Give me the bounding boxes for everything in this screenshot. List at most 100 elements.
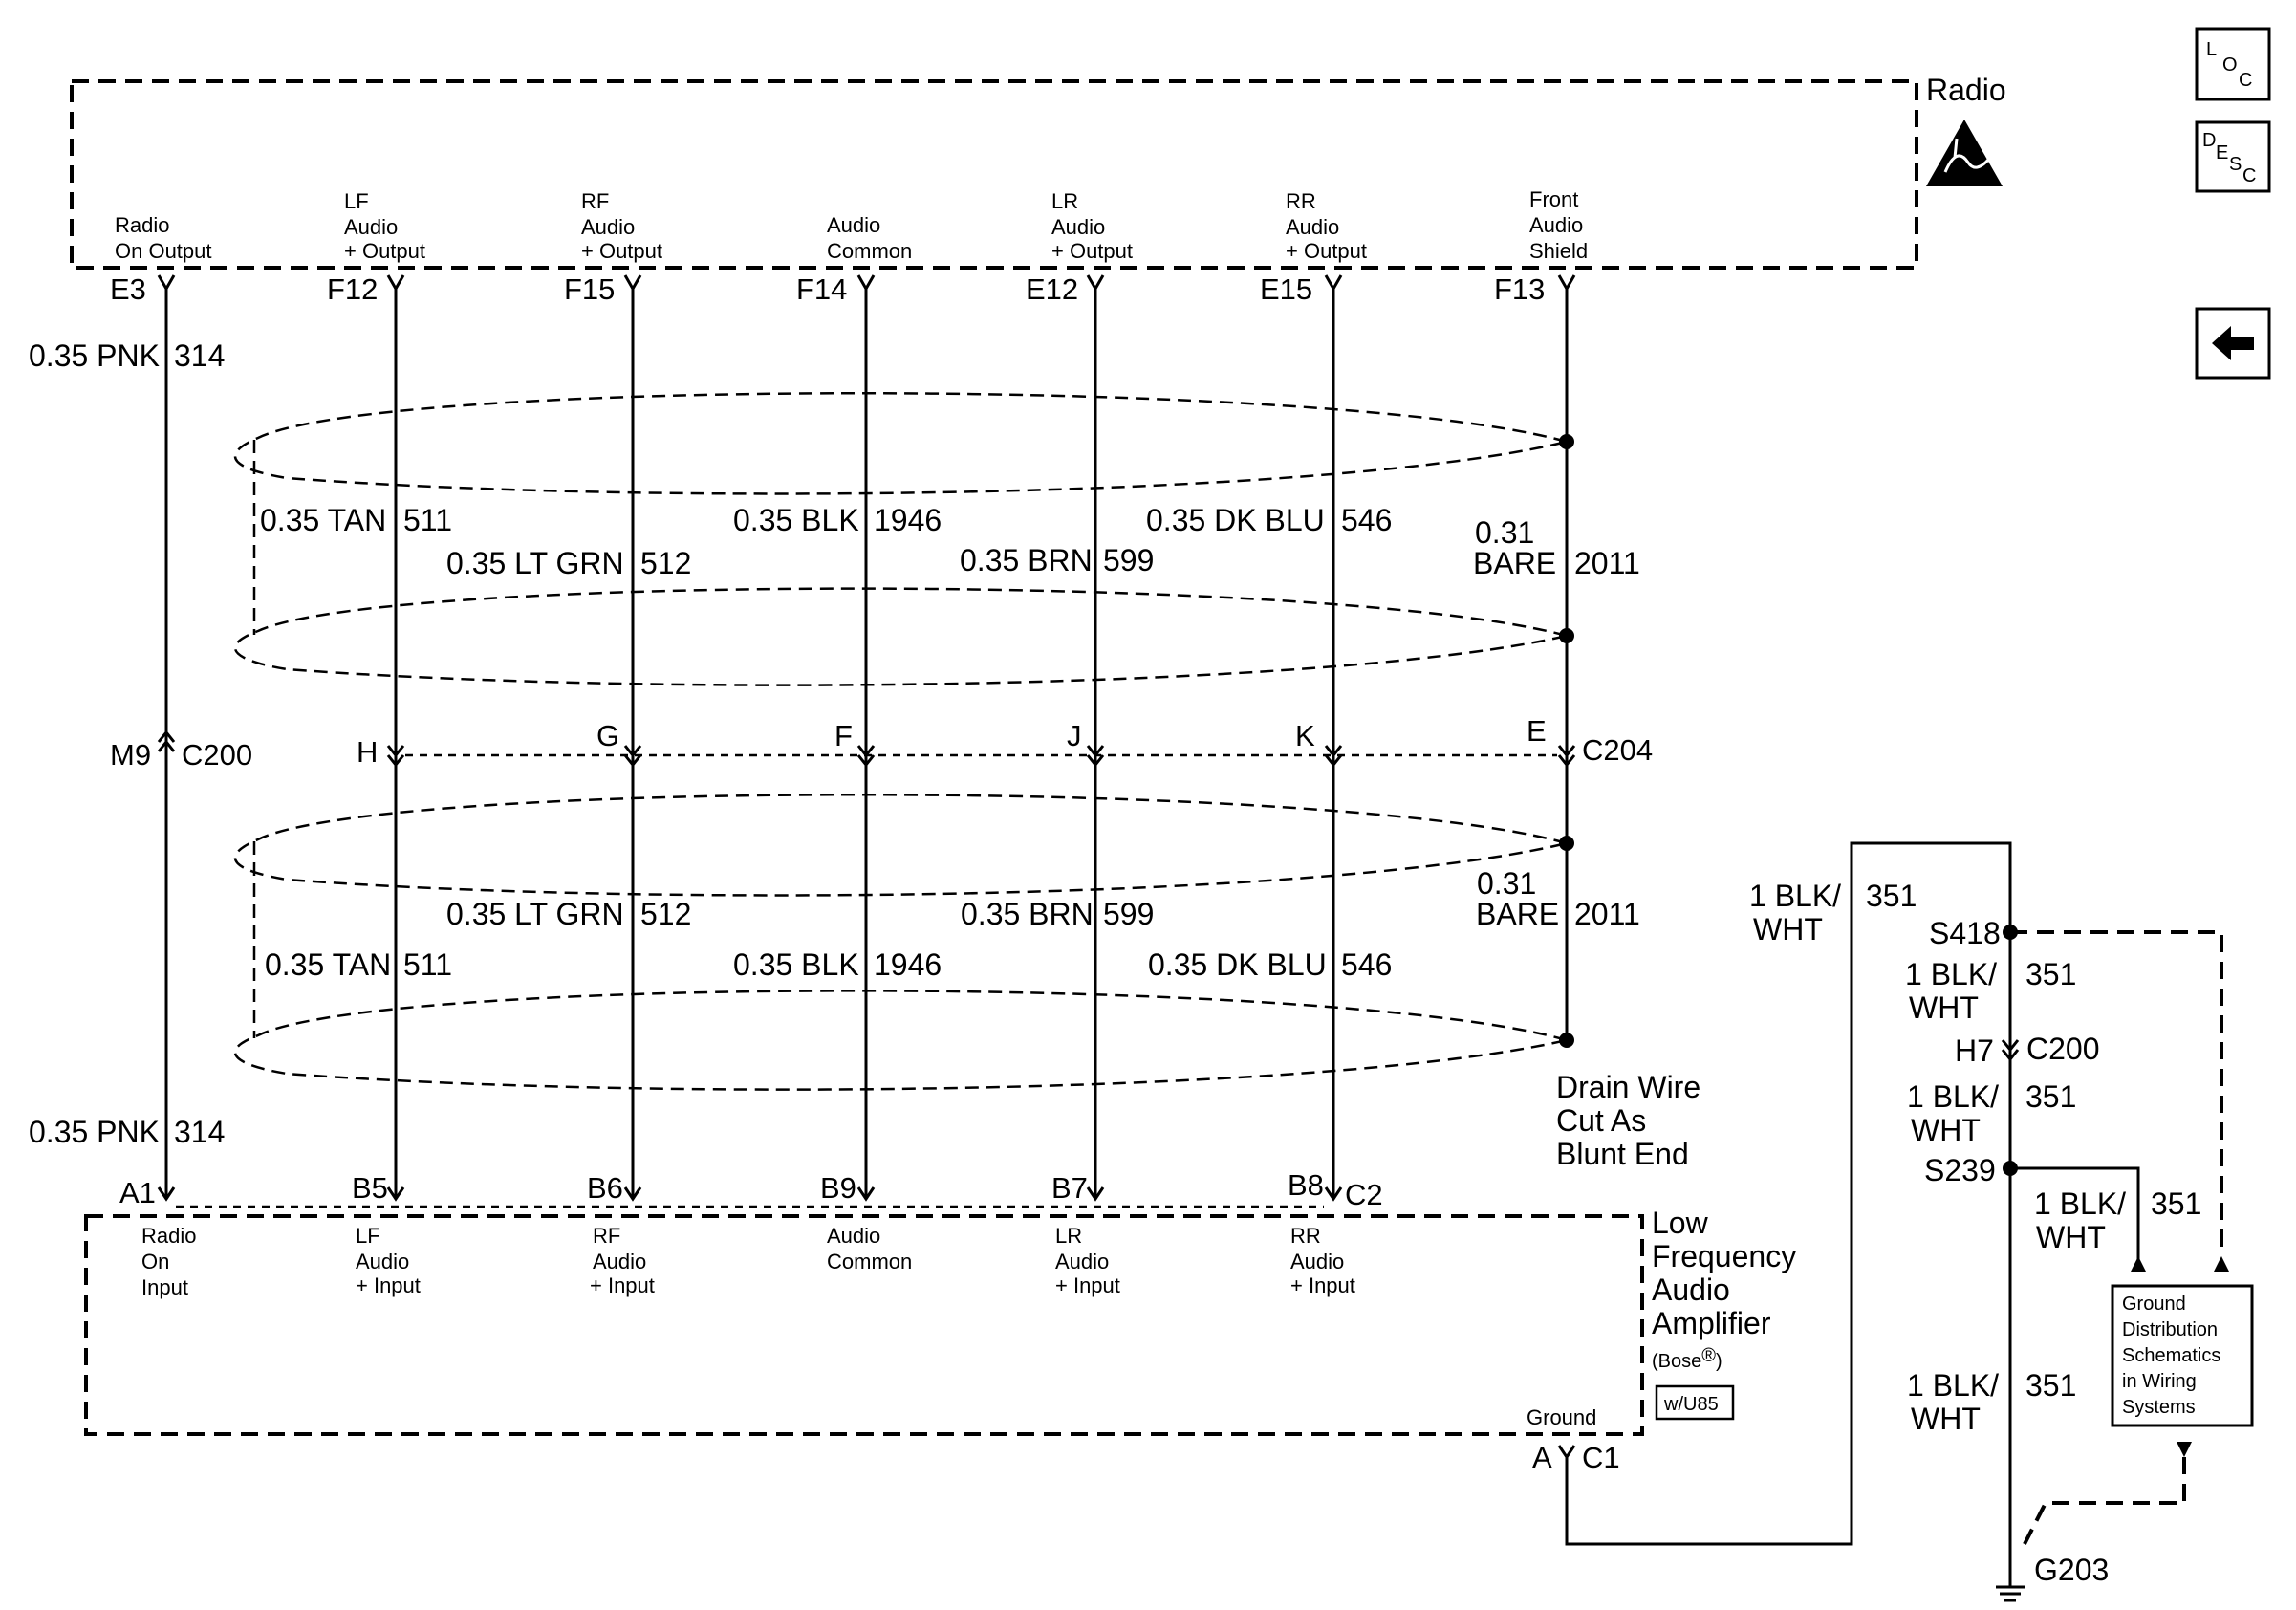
amp-ground-label: Ground	[1527, 1405, 1596, 1429]
ground-g203: G203	[2034, 1553, 2109, 1587]
c204-pin-j: J	[1067, 719, 1082, 752]
pin-e3: E3	[110, 272, 146, 306]
gnd-w1-circuit: 351	[1866, 879, 1917, 913]
upper-shield	[233, 392, 1574, 686]
shield-drain-dot	[1559, 836, 1574, 851]
svg-text:E: E	[2216, 142, 2228, 163]
gnd-w2-size: 1 BLK/WHT	[1905, 957, 1997, 1025]
ground-ref-box	[2111, 1284, 2254, 1427]
wire-label-lr-circuit-lower: 599	[1103, 897, 1154, 931]
gnd-w1-size: 1 BLK/WHT	[1749, 879, 1841, 946]
ref-arrow-down	[2177, 1442, 2192, 1457]
wire-label-common-circuit: 1946	[874, 503, 942, 537]
wire-label-rf-size-lower: 0.35 LT GRN	[446, 897, 624, 931]
splice-s418: S418	[1929, 916, 2001, 950]
radio-component: Radio	[70, 73, 2006, 270]
svg-text:C: C	[2239, 70, 2252, 91]
amp-ground-connector-c1: C1	[1582, 1441, 1620, 1474]
c200-label: C200	[182, 738, 252, 772]
loc-button[interactable]: L O C	[2195, 27, 2271, 101]
desc-button[interactable]: D E S C	[2195, 120, 2271, 193]
gnd-w3-size: 1 BLK/WHT	[1907, 1079, 1999, 1147]
wire-label-radio-on-circuit-lower: 314	[174, 1115, 225, 1149]
radio-pin-ids: E3 F12 F15 F14 E12 E15 F13	[110, 272, 1545, 306]
desc-icon[interactable]	[2195, 120, 2271, 193]
amp-pin-a1: A1	[119, 1176, 156, 1209]
wire-label-rr-size-lower: 0.35 DK BLU	[1148, 947, 1327, 982]
wire-label-lr-size: 0.35 BRN	[960, 543, 1093, 577]
wire-label-lf-size-lower: 0.35 TAN	[265, 947, 391, 982]
c204-pin-e: E	[1527, 714, 1547, 748]
gnd-c200-pin-h7: H7	[1955, 1033, 1994, 1068]
gnd-w5-size: 1 BLK/WHT	[1907, 1368, 1999, 1436]
amp-pin-b8: B8	[1288, 1168, 1324, 1202]
wire-label-shield-circuit: 2011	[1574, 546, 1640, 580]
amplifier-brand: (Bose®)	[1652, 1345, 1722, 1372]
lower-wire-labels: 0.35 LT GRN 512 0.35 BRN 599 0.35 TAN 51…	[29, 866, 1640, 1149]
radio-box-outline	[70, 79, 1918, 270]
back-arrow-icon[interactable]	[2212, 326, 2254, 360]
ref-arrow-up	[2131, 1256, 2146, 1272]
loc-icon[interactable]	[2195, 27, 2271, 101]
amp-pin-b7: B7	[1051, 1171, 1088, 1205]
c204-pin-f: F	[834, 719, 853, 752]
c204-label: C204	[1582, 733, 1653, 767]
amp-pin-b5: B5	[352, 1171, 388, 1205]
back-button[interactable]	[2195, 307, 2271, 380]
pin-e12: E12	[1026, 272, 1078, 306]
wire-label-radio-on-circuit: 314	[174, 338, 225, 373]
svg-text:S: S	[2229, 154, 2242, 175]
ref-arrow-up	[2214, 1256, 2229, 1272]
lower-shield	[233, 794, 1574, 1091]
wire-label-rf-circuit: 512	[640, 546, 691, 580]
wire-label-rf-circuit-lower: 512	[640, 897, 691, 931]
splice-s239: S239	[1924, 1153, 1996, 1187]
gnd-w3-circuit: 351	[2025, 1079, 2076, 1114]
gnd-w2-circuit: 351	[2025, 957, 2076, 991]
gnd-w4-circuit: 351	[2151, 1186, 2201, 1221]
radio-title: Radio	[1926, 73, 2006, 107]
shield-drain-dot	[1559, 1033, 1574, 1048]
svg-text:L: L	[2206, 39, 2217, 60]
drain-wire-note: Drain Wire Cut As Blunt End	[1556, 1070, 1709, 1171]
pin-f14: F14	[796, 272, 847, 306]
option-box-label: w/U85	[1663, 1394, 1719, 1415]
ground-circuit: Ground Distribution Schematics in Wiring…	[1565, 841, 2254, 1602]
pin-e15: E15	[1260, 272, 1312, 306]
wire-label-common-size: 0.35 BLK	[733, 503, 859, 537]
gnd-c200: C200	[2026, 1032, 2100, 1066]
c204-pin-g: G	[596, 719, 619, 752]
wire-label-lf-circuit: 511	[403, 503, 452, 537]
amplifier-title: Low Frequency Audio Amplifier	[1652, 1206, 1805, 1340]
registered-mark-icon: ®	[1701, 1345, 1716, 1366]
wire-label-lr-circuit: 599	[1103, 543, 1154, 577]
wire-label-rf-size: 0.35 LT GRN	[446, 546, 624, 580]
amp-ground-pin-a: A	[1532, 1441, 1552, 1474]
c200-pin-m9: M9	[110, 738, 151, 772]
pin-f15: F15	[564, 272, 615, 306]
upper-wire-labels: 0.35 PNK 314 0.35 TAN 511 0.35 LT GRN 51…	[29, 338, 1640, 580]
wire-label-lf-circuit-lower: 511	[403, 947, 452, 982]
wire-label-radio-on-size-lower: 0.35 PNK	[29, 1115, 160, 1149]
ground-symbol-icon	[1996, 1585, 2025, 1602]
gnd-w5-circuit: 351	[2025, 1368, 2076, 1403]
svg-text:O: O	[2222, 54, 2238, 76]
pin-f13: F13	[1494, 272, 1545, 306]
